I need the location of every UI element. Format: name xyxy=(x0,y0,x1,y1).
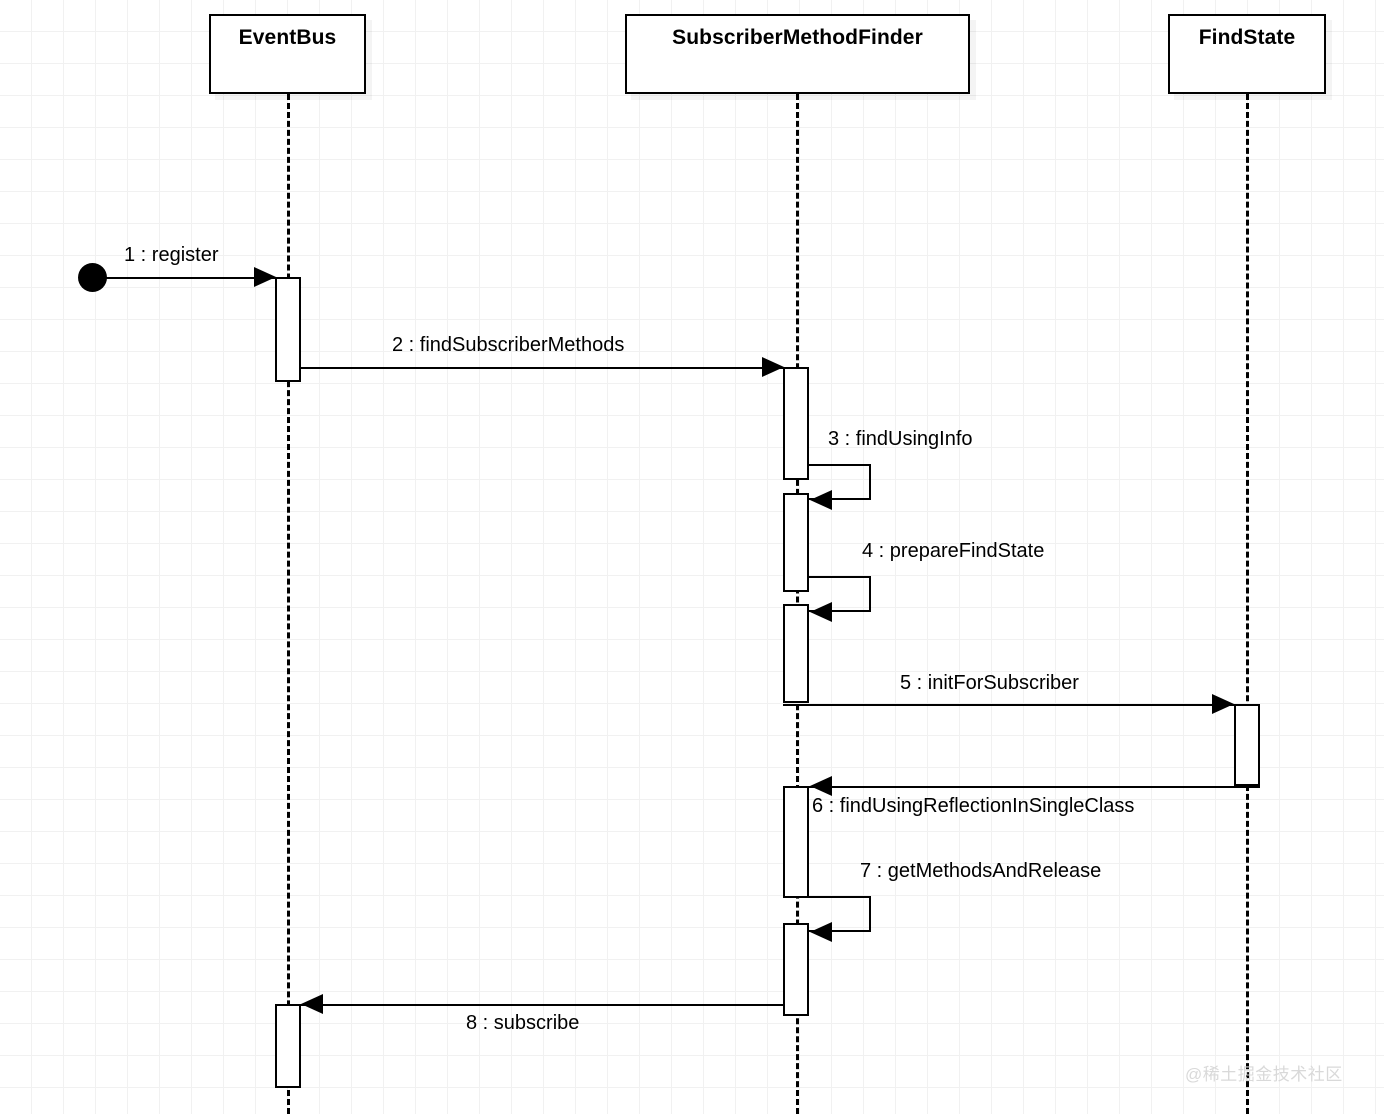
lifeline-line-findstate xyxy=(1246,94,1249,1114)
message-line-2[interactable] xyxy=(299,367,785,369)
actor-start-dot xyxy=(78,263,107,292)
arrow-head-8 xyxy=(301,994,323,1014)
lifeline-header-eventbus[interactable]: EventBus xyxy=(209,14,366,94)
arrow-head-2 xyxy=(762,357,784,377)
self-loop-3[interactable] xyxy=(807,464,871,500)
lifeline-title-eventbus: EventBus xyxy=(238,26,337,49)
lifeline-title-subscribermethodfinder: SubscriberMethodFinder xyxy=(672,26,923,49)
message-label-2: 2 : findSubscriberMethods xyxy=(392,334,625,356)
watermark-text: @稀土掘金技术社区 xyxy=(1185,1065,1343,1084)
message-line-5[interactable] xyxy=(783,704,1236,706)
message-label-4: 4 : prepareFindState xyxy=(862,540,1045,562)
activation-finder-5 xyxy=(783,923,809,1016)
activation-finder-4 xyxy=(783,786,809,898)
activation-finder-1 xyxy=(783,367,809,480)
arrow-head-1 xyxy=(254,267,276,287)
activation-finder-2 xyxy=(783,493,809,592)
message-line-8[interactable] xyxy=(299,1004,785,1006)
lifeline-header-subscribermethodfinder[interactable]: SubscriberMethodFinder xyxy=(625,14,970,94)
activation-eventbus-1 xyxy=(275,277,301,382)
message-line-1[interactable] xyxy=(100,277,276,279)
arrow-head-7 xyxy=(810,922,832,942)
arrow-head-4 xyxy=(810,602,832,622)
message-label-7: 7 : getMethodsAndRelease xyxy=(860,860,1102,882)
message-label-3: 3 : findUsingInfo xyxy=(828,428,973,450)
message-label-5: 5 : initForSubscriber xyxy=(900,672,1079,694)
lifeline-header-findstate[interactable]: FindState xyxy=(1168,14,1326,94)
arrow-head-3 xyxy=(810,490,832,510)
activation-eventbus-2 xyxy=(275,1004,301,1088)
message-label-1: 1 : register xyxy=(124,244,219,266)
arrow-head-5 xyxy=(1212,694,1234,714)
message-label-6: 6 : findUsingReflectionInSingleClass xyxy=(812,795,1135,817)
lifeline-line-eventbus xyxy=(287,94,290,1114)
self-loop-4[interactable] xyxy=(807,576,871,612)
message-line-6[interactable] xyxy=(808,786,1260,788)
lifeline-title-findstate: FindState xyxy=(1198,26,1296,49)
activation-findstate-1 xyxy=(1234,704,1260,786)
message-label-8: 8 : subscribe xyxy=(466,1012,580,1034)
activation-finder-3 xyxy=(783,604,809,703)
arrow-head-6 xyxy=(810,776,832,796)
self-loop-7[interactable] xyxy=(807,896,871,932)
